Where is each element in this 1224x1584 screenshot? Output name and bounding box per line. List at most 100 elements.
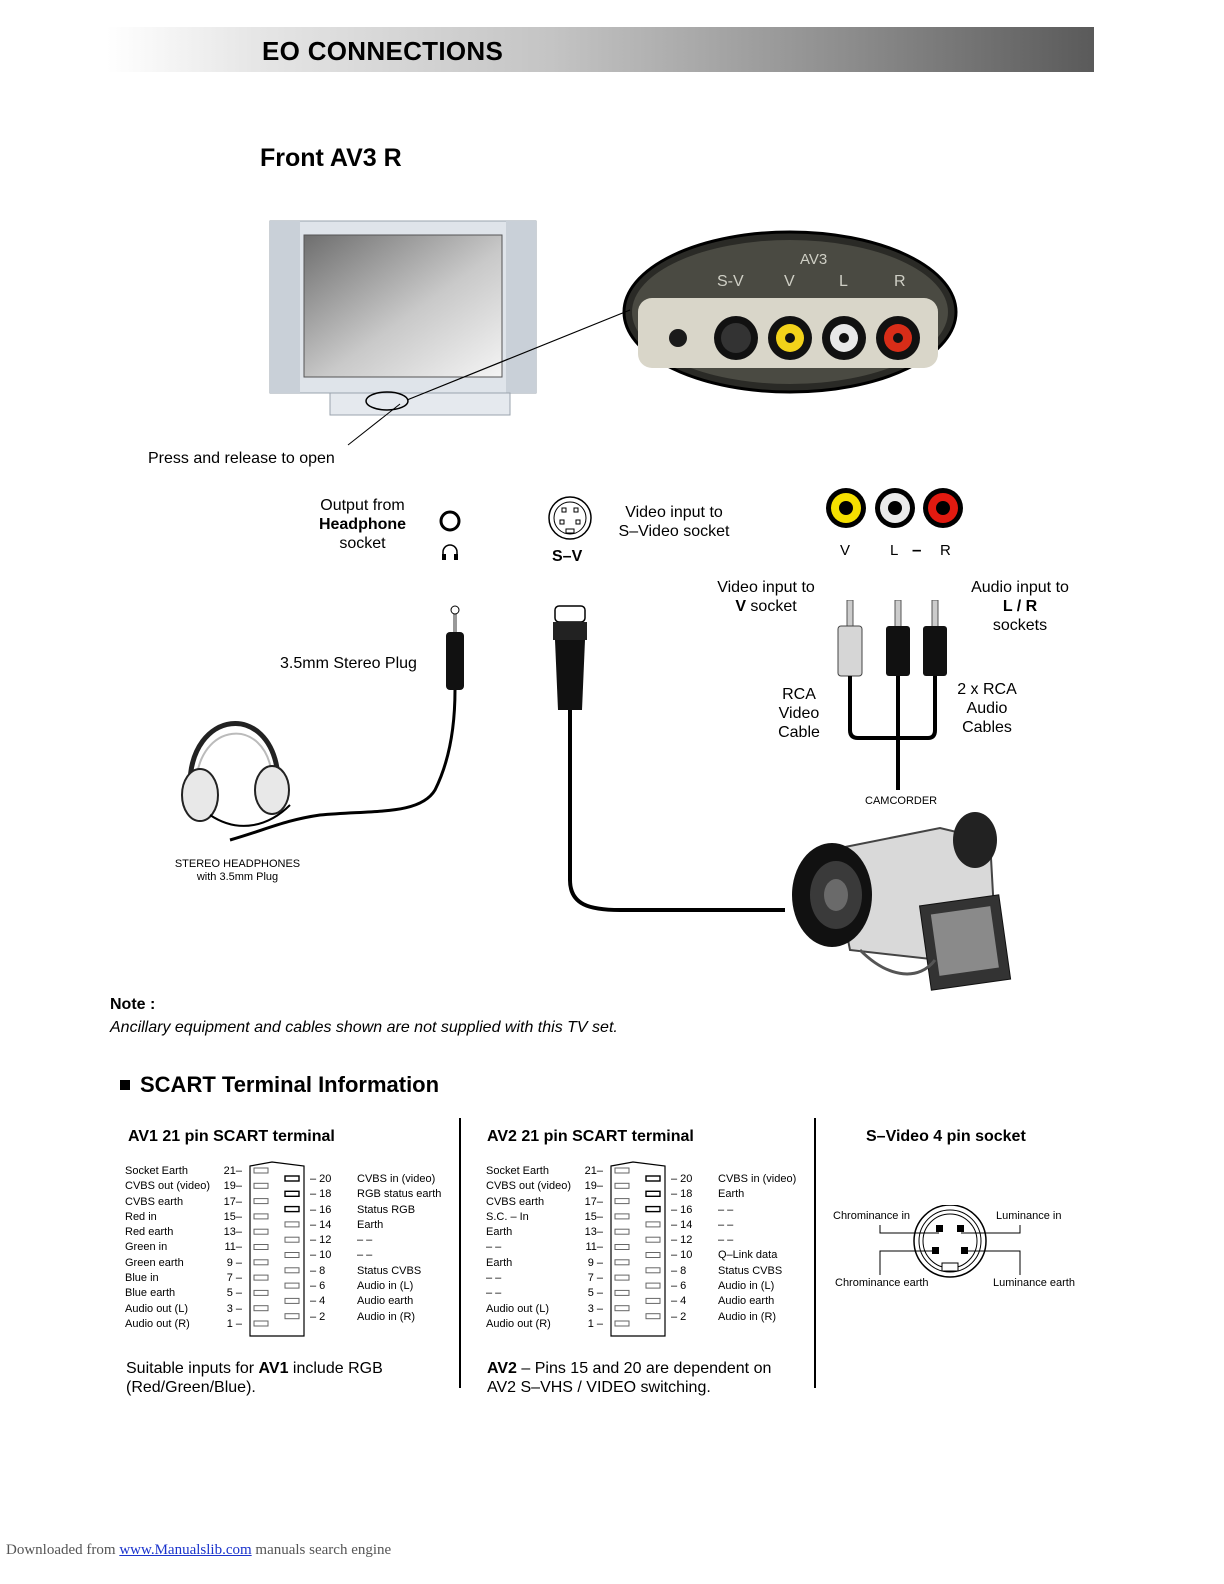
panel-v-label: V xyxy=(784,273,795,290)
camcorder-icon xyxy=(792,812,1012,991)
headphone-socket-icon xyxy=(439,510,461,560)
pin-number: – 16 xyxy=(671,1203,693,1216)
column-divider-1 xyxy=(459,1118,461,1388)
pin-number: 7 – xyxy=(226,1272,242,1285)
pin-label: Q–Link data xyxy=(718,1249,778,1262)
pin-label: – – xyxy=(718,1203,734,1216)
av1-title: AV1 21 pin SCART terminal xyxy=(128,1128,335,1145)
scart-pin xyxy=(284,1313,300,1320)
scart-pin xyxy=(284,1297,300,1304)
rca-audio-cables-label: 2 x RCA Audio Cables xyxy=(945,680,1029,737)
scart-pin xyxy=(253,1228,269,1235)
pin-label: Audio out (R) xyxy=(486,1317,551,1330)
pin-label: Earth xyxy=(486,1256,513,1269)
pin-number: – 6 xyxy=(671,1280,687,1293)
footer-link[interactable]: www.Manualslib.com xyxy=(119,1542,252,1558)
rca-dash: – xyxy=(912,540,922,559)
rca-video-line2: Video xyxy=(778,705,820,722)
scart-pin xyxy=(645,1205,661,1213)
pin-label: – – xyxy=(357,1234,373,1247)
rca-sockets-icon xyxy=(826,488,963,528)
pin-number: 17– xyxy=(223,1195,242,1208)
pin-label: Blue in xyxy=(125,1272,159,1285)
av1-foot-bold: AV1 xyxy=(258,1360,289,1377)
pin-number: – 6 xyxy=(310,1280,326,1293)
note-title: Note : xyxy=(110,996,156,1013)
rca-l-label: L xyxy=(890,542,899,559)
scart-pin xyxy=(645,1252,661,1258)
pin-label: RGB status earth xyxy=(357,1188,442,1201)
luma-in-label: Luminance in xyxy=(996,1210,1062,1222)
panel-sv-label: S-V xyxy=(717,273,744,290)
audio-input-label: Audio input to L / R sockets xyxy=(950,578,1090,635)
socket-text: socket xyxy=(339,535,386,552)
av2-scart-connector-icon xyxy=(610,1161,666,1337)
av1-right-labels: CVBS in (video) RGB status earth Status … xyxy=(357,1172,457,1325)
scart-pin xyxy=(645,1297,661,1304)
chroma-earth-label: Chrominance earth xyxy=(835,1277,929,1289)
press-release-label: Press and release to open xyxy=(148,450,335,467)
audio-line1: Audio input to xyxy=(971,579,1069,596)
pin-label: – – xyxy=(486,1241,502,1254)
pin-label: Audio in (L) xyxy=(357,1280,414,1293)
av1-foot-prefix: Suitable inputs for xyxy=(126,1360,259,1377)
av1-foot-line2: (Red/Green/Blue). xyxy=(126,1379,256,1396)
column-divider-2 xyxy=(814,1118,816,1388)
headphones-icon xyxy=(181,721,290,822)
pin-label: Audio out (R) xyxy=(125,1317,190,1330)
scart-pin xyxy=(253,1289,269,1296)
scart-pin xyxy=(645,1267,661,1274)
pin-label: Earth xyxy=(718,1188,745,1201)
av1-right-nums: – 20 – 18 – 16 – 14 – 12 – 10 – 8 – 6 – … xyxy=(310,1172,344,1325)
pin-number: – 4 xyxy=(310,1295,326,1308)
scart-pin xyxy=(253,1167,269,1174)
rca-video-line1: RCA xyxy=(782,686,816,703)
bullet-square xyxy=(120,1080,130,1090)
headphones-line2: with 3.5mm Plug xyxy=(196,871,279,883)
headphones-line1: STEREO HEADPHONES xyxy=(174,858,301,870)
svideo-pinout-icon xyxy=(879,1205,1021,1278)
svideo-input-line2: S–Video socket xyxy=(618,523,730,540)
page-title: EO CONNECTIONS xyxy=(262,36,504,66)
scart-pin xyxy=(284,1236,300,1243)
scart-pin xyxy=(253,1259,269,1266)
pin-number: – 2 xyxy=(671,1310,687,1323)
cables-illustration xyxy=(181,600,947,912)
pin-label: Audio in (R) xyxy=(357,1310,416,1323)
pin-label: Status CVBS xyxy=(357,1264,422,1277)
video-v-bold: V xyxy=(735,598,746,615)
pin-label: – – xyxy=(357,1249,373,1262)
svideo-pin-title: S–Video 4 pin socket xyxy=(866,1128,1026,1145)
pin-label: – – xyxy=(718,1234,734,1247)
pin-label: Earth xyxy=(486,1226,513,1239)
scart-pin xyxy=(284,1267,300,1274)
pin-label: Status RGB xyxy=(357,1203,416,1216)
rca-audio-line3: Cables xyxy=(962,719,1012,736)
header-bar xyxy=(107,27,1094,72)
pin-number: 15– xyxy=(223,1210,242,1223)
scart-pin xyxy=(614,1320,630,1327)
pin-number: – 16 xyxy=(310,1203,332,1216)
sv-label: S–V xyxy=(552,548,583,565)
pin-number: 21– xyxy=(584,1165,603,1177)
pin-label: Audio out (L) xyxy=(125,1302,188,1315)
av2-footnote: AV2 – Pins 15 and 20 are dependent on AV… xyxy=(487,1359,771,1397)
rca-video-line3: Cable xyxy=(778,724,820,741)
av1-footnote: Suitable inputs for AV1 include RGB (Red… xyxy=(126,1359,383,1397)
scart-pin xyxy=(614,1198,630,1205)
pin-number: 15– xyxy=(584,1210,603,1223)
scart-pin xyxy=(253,1274,269,1281)
scart-pin xyxy=(645,1236,661,1243)
pin-number: – 12 xyxy=(671,1234,693,1247)
scart-pin xyxy=(284,1205,300,1213)
scart-pin xyxy=(253,1182,269,1189)
rca-r-label: R xyxy=(940,542,951,559)
headphone-text: Headphone xyxy=(318,516,407,533)
svideo-input-label: Video input to S–Video socket xyxy=(604,503,744,541)
pin-label: CVBS out (video) xyxy=(486,1180,571,1193)
av1-left-labels: Socket Earth CVBS out (video) CVBS earth… xyxy=(125,1164,225,1332)
pin-number: 21– xyxy=(223,1165,242,1177)
pin-label: Socket Earth xyxy=(125,1165,188,1177)
svideo-input-line1: Video input to xyxy=(625,504,723,521)
video-v-rest: socket xyxy=(745,598,797,615)
